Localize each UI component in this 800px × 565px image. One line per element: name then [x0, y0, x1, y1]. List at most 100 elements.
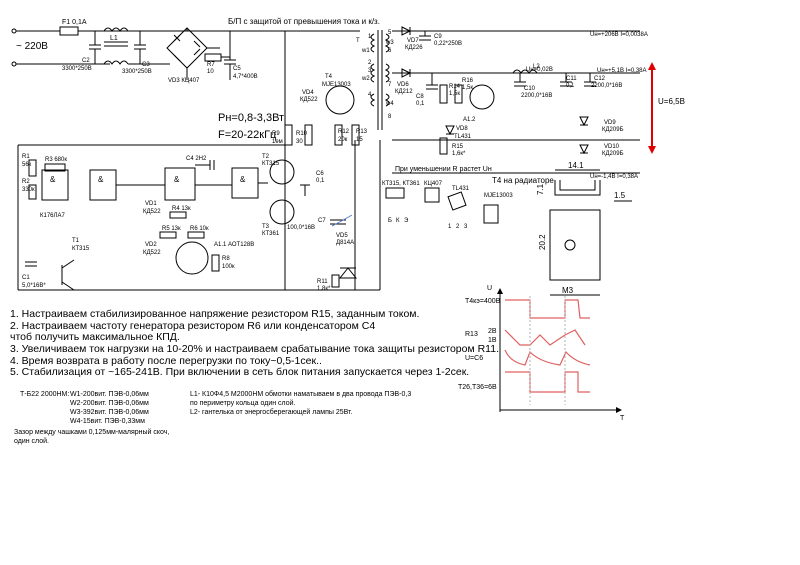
r7-value: 10 — [207, 69, 214, 75]
svg-text:&: & — [98, 175, 104, 184]
c6-value: 0,1 — [316, 178, 325, 184]
l2-label: L2 — [533, 64, 540, 70]
vd7-label: VD7 — [407, 38, 419, 44]
pinouts: КТ315, КТ361 КЦ407 TL431 T4 на радиаторе… — [382, 176, 554, 230]
voltage-label: U=6,5В — [658, 97, 685, 106]
resistor-r12 — [334, 124, 343, 146]
frequency-spec: F=20-22кГц — [218, 129, 277, 141]
r1-label: R1 — [22, 154, 30, 160]
r2-label: R2 — [22, 179, 30, 185]
r9-value: 1ем — [272, 139, 283, 145]
resistor-r16 — [454, 84, 463, 104]
vd8-value: TL431 — [454, 134, 472, 140]
t1-label: T1 — [72, 238, 80, 244]
r7-label: R7 — [207, 62, 215, 68]
r2-value: 330к — [22, 187, 35, 193]
c10-value: 2200,0*16B — [521, 93, 552, 99]
resistor-r8 — [211, 254, 220, 272]
svg-text:7: 7 — [388, 82, 392, 88]
svg-text:&: & — [174, 175, 180, 184]
c12-value: 2200,0*16B — [591, 83, 622, 89]
winding-w3: W3-392вит. ПЭВ-0,06мм — [70, 409, 149, 416]
u-out-small: Uн=0,02В — [526, 67, 553, 73]
vd1-value: КД522 — [143, 209, 161, 215]
c2-label: C2 — [82, 58, 90, 64]
svg-text:К: К — [396, 218, 400, 224]
vd6-value: КД212 — [395, 89, 413, 95]
transformer-t: T w1 w3 w2 w4 1 2 3 4 5 6 7 8 — [356, 30, 394, 130]
note-3: 3. Увеличиваем ток нагрузки на 10-20% и … — [10, 343, 499, 355]
t26-label: T26,T36=6В — [458, 384, 497, 391]
choke-l1-note: L1- К10Ф4,5 М2000НМ обмотки наматываем в… — [190, 391, 412, 398]
vd4-value: КД522 — [300, 97, 318, 103]
resistor-r2 — [28, 184, 37, 200]
c9-value: 0,22*250B — [434, 41, 462, 47]
r13-label: R13 — [356, 129, 368, 135]
t3-label: T3 — [262, 224, 270, 230]
r12-label: R12 — [338, 129, 350, 135]
r13-value: 15 — [356, 137, 363, 143]
w1-label: w1 — [361, 48, 370, 54]
optocoupler-a12 — [469, 84, 495, 110]
svg-text:Б: Б — [388, 218, 392, 224]
vd9-value: КД209Б — [602, 127, 624, 133]
winding-w4: W4-15вит. ПЭВ-0,33мм — [70, 418, 145, 425]
winding-gap-2: один слой. — [14, 438, 49, 445]
transistor-t4 — [325, 85, 355, 115]
svg-text:&: & — [50, 175, 56, 184]
tl-pinout-label: TL431 — [452, 186, 470, 192]
svg-text:3: 3 — [464, 224, 468, 230]
t3-value: КТ361 — [262, 231, 280, 237]
svg-text:1: 1 — [368, 34, 372, 40]
r12-value: 20к — [338, 137, 348, 143]
kc-pinout-label: КЦ407 — [424, 181, 443, 187]
a11-label: A1.1 АОТ128В — [214, 242, 254, 248]
dim-20-2: 20.2 — [538, 234, 547, 250]
r3-label: R3 680к — [45, 157, 67, 163]
resistor-r15 — [439, 137, 448, 155]
vd7-value: КД226 — [405, 45, 423, 51]
resistor-r3 — [44, 163, 66, 172]
cap-c2: C2 3300*250B — [62, 31, 101, 72]
mje-label: MJE13003 — [484, 193, 513, 199]
hv-output: Uн=+206В I=0,0038А — [590, 32, 648, 38]
vd8-label: VD8 — [456, 126, 468, 132]
r9-label: R9 — [272, 131, 280, 137]
winding-w2: W2-200вит. ПЭВ-0,06мм — [70, 400, 149, 407]
gate-1 — [41, 169, 69, 201]
note-2b: чтоб получить максимальное КПД. — [10, 331, 180, 343]
vd10-value: КД209Б — [602, 151, 624, 157]
svg-text:3: 3 — [368, 68, 372, 74]
resistor-r4 — [169, 211, 187, 219]
vd5-label: VD5 — [336, 233, 348, 239]
transformer-label: T — [356, 38, 360, 44]
t1-value: КТ315 — [72, 246, 90, 252]
axis-t: T — [620, 415, 625, 422]
wave-r13-label: R13 — [465, 331, 478, 338]
bridge-label: VD3 КЦ407 — [168, 78, 200, 84]
r1-value: 56к — [22, 162, 32, 168]
c2-value: 3300*250B — [62, 66, 92, 72]
wave-c6 — [504, 349, 591, 366]
c11-label: C11 — [566, 76, 577, 82]
wave-2b-label: 2В — [488, 328, 497, 335]
winding-w1: W1-200вит. ПЭВ-0,06мм — [70, 391, 149, 398]
svg-text:6: 6 — [388, 48, 392, 54]
c11-value: 0,1 — [566, 83, 575, 89]
resistor-r7: R7 10 — [204, 53, 230, 75]
c4-label: C4 2H2 — [186, 156, 207, 162]
driver-stage: T2 КТ315 T3 КТ361 C6 0,1 R9 1ем R10 30 R… — [262, 74, 381, 292]
r16-value: 1,5к — [462, 85, 473, 91]
a12-label: A1.2 — [463, 117, 476, 123]
chip-label: К176ЛА7 — [40, 213, 65, 219]
svg-text:&: & — [240, 175, 246, 184]
vd2-label: VD2 — [145, 242, 157, 248]
t2-value: КТ315 — [262, 161, 280, 167]
svg-text:5: 5 — [388, 30, 392, 36]
mains-input: F1 0,1A ~ 220B — [11, 19, 300, 67]
c7-leader — [331, 214, 353, 227]
r4-label: R4 13к — [172, 206, 191, 212]
svg-text:2: 2 — [456, 224, 460, 230]
w4-label: w4 — [385, 101, 394, 107]
